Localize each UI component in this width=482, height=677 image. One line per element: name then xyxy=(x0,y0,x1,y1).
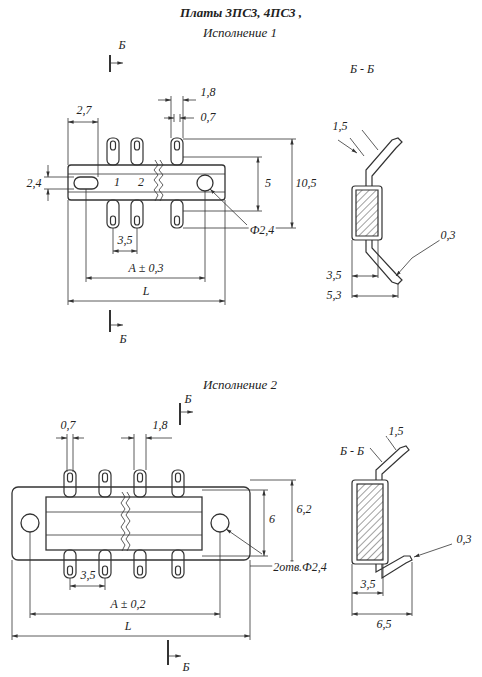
position-number: 1 xyxy=(113,176,121,189)
dimension: 5,3 xyxy=(326,289,343,302)
lug-slot xyxy=(111,141,116,150)
solder-lug xyxy=(99,470,111,497)
lug-slot xyxy=(103,473,108,482)
solder-lug xyxy=(99,550,111,578)
solder-lug xyxy=(107,138,119,165)
solder-lug xyxy=(64,550,76,578)
solder-lug xyxy=(171,200,183,228)
solder-lug xyxy=(107,200,119,228)
dimension: 1,5 xyxy=(388,425,405,438)
dimension: L xyxy=(124,620,133,633)
solder-lug xyxy=(131,138,143,165)
dimension: 5 xyxy=(264,177,272,190)
dimension: 0,3 xyxy=(456,533,473,546)
dimension: 3,5 xyxy=(360,578,377,591)
dimension: 0,7 xyxy=(200,111,217,124)
lug-slot xyxy=(176,473,181,482)
lug-slot xyxy=(103,566,108,575)
dimension: L xyxy=(142,285,151,298)
section-mark: Б xyxy=(183,393,192,406)
variant-heading: Исполнение 1 xyxy=(202,26,278,40)
solder-lug xyxy=(131,200,143,228)
lug-slot xyxy=(111,216,116,225)
dimension: Ф2,4 xyxy=(249,224,276,237)
solder-lug xyxy=(171,138,183,165)
solder-lug xyxy=(64,470,76,497)
dimension: 6,5 xyxy=(376,618,393,631)
lug-slot xyxy=(175,216,180,225)
dimension: 10,5 xyxy=(295,177,318,190)
section-mark: Б xyxy=(118,333,127,346)
lug-slot xyxy=(68,473,73,482)
section-mark: Б xyxy=(117,39,126,52)
dimension: 1,8 xyxy=(152,419,169,432)
dimension: 0,7 xyxy=(60,419,77,432)
lug-slot xyxy=(138,566,143,575)
variant-heading: Исполнение 2 xyxy=(202,378,278,392)
dimension: 1,8 xyxy=(200,86,217,99)
dimension: 0,3 xyxy=(440,229,457,242)
solder-lug xyxy=(134,550,146,578)
lug-slot xyxy=(135,216,140,225)
dimension: А ± 0,3 xyxy=(128,262,165,275)
solder-lug xyxy=(172,550,184,578)
section-mark: Б xyxy=(181,661,190,674)
dimension: 6,2 xyxy=(296,503,313,516)
dimension: 3,5 xyxy=(326,269,343,282)
solder-lug xyxy=(134,470,146,497)
lug-slot xyxy=(135,141,140,150)
section-heading: Б - Б xyxy=(339,445,365,458)
lug-slot xyxy=(175,141,180,150)
lug-slot xyxy=(176,566,181,575)
position-number: 2 xyxy=(137,176,145,189)
lug-slot xyxy=(138,473,143,482)
lug-slot xyxy=(68,566,73,575)
dimension: 2,4 xyxy=(26,177,43,190)
section-heading: Б - Б xyxy=(349,63,375,76)
dimension: 2отв.Ф2,4 xyxy=(272,561,328,574)
solder-lug xyxy=(172,470,184,497)
dimension: 1,5 xyxy=(332,120,349,133)
drawing-title: Платы 3ПС3, 4ПС3 , xyxy=(179,6,303,20)
dimension: А ± 0,2 xyxy=(110,598,147,611)
dimension: 3,5 xyxy=(117,234,134,247)
dimension: 6 xyxy=(268,513,276,526)
dimension: 2,7 xyxy=(76,104,93,117)
dimension: 3,5 xyxy=(80,569,97,582)
